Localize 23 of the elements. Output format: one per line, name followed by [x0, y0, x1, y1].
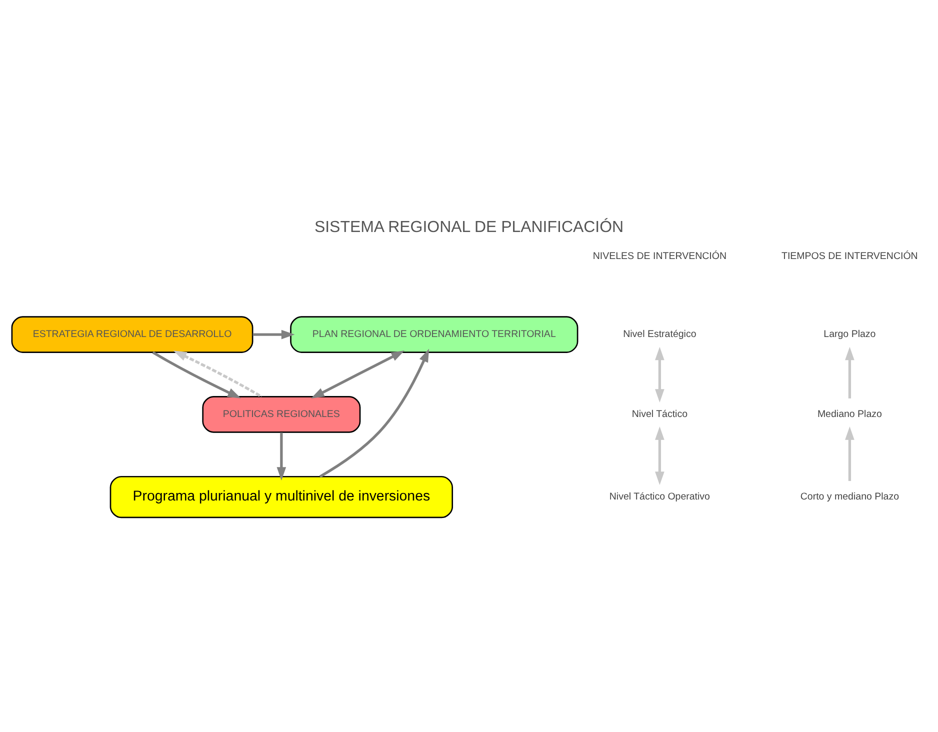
arrow — [319, 348, 430, 478]
arrow — [173, 350, 262, 398]
node-text: Nivel Táctico — [632, 408, 688, 420]
arrow — [252, 329, 295, 339]
node-text: Corto y mediano Plazo — [800, 491, 900, 502]
arrow — [276, 432, 286, 480]
node-box: POLITICAS REGIONALES — [202, 396, 361, 432]
arrow — [845, 426, 854, 480]
node-box: PLAN REGIONAL DE ORDENAMIENTO TERRITORIAL — [290, 316, 578, 352]
node-text: Mediano Plazo — [817, 408, 882, 420]
node-text: Nivel Táctico Operativo — [609, 491, 710, 502]
diagram-title: SISTEMA REGIONAL DE PLANIFICACIÓN — [314, 218, 624, 236]
arrow — [845, 346, 854, 398]
node-text: Largo Plazo — [824, 328, 876, 340]
arrow — [310, 350, 405, 398]
node-box: ESTRATEGIA REGIONAL DE DESARROLLO — [11, 316, 254, 352]
label: NIVELES DE INTERVENCIÓN — [592, 250, 727, 262]
arrow — [655, 426, 664, 485]
node-box: Programa plurianual y multinivel de inversiones — [110, 475, 454, 518]
arrow — [655, 346, 664, 402]
node-text: Nivel Estratégico — [623, 328, 696, 340]
label: TIEMPOS DE INTERVENCIÓN — [782, 250, 918, 262]
arrow — [152, 350, 242, 398]
